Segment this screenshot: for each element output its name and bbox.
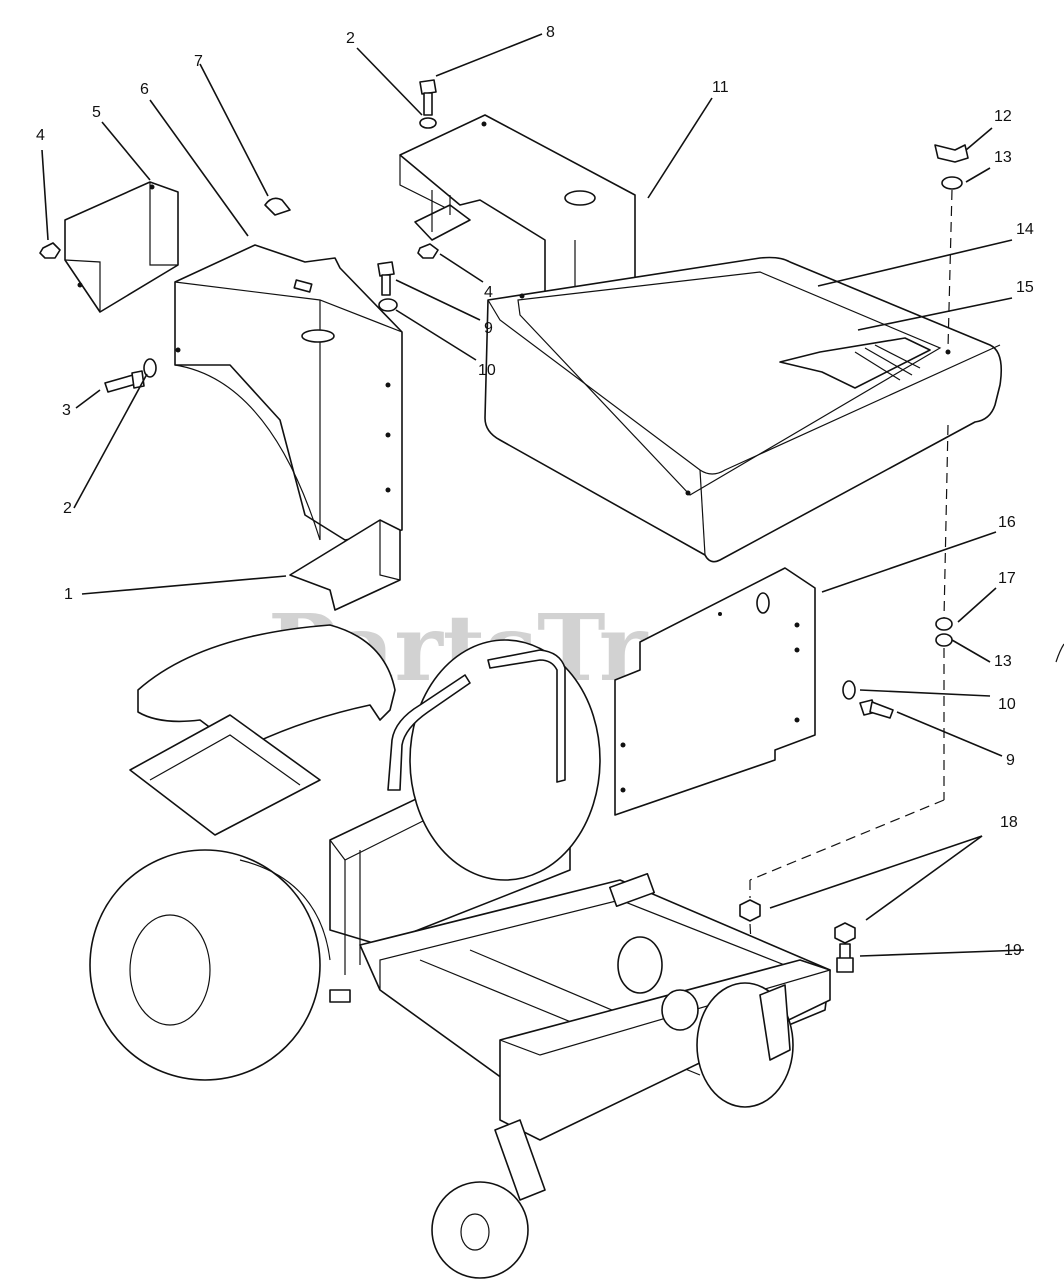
part-17-lock-washer [935,617,953,631]
callout-13a: 13 [994,149,1012,166]
callout-16: 16 [998,514,1016,531]
callout-3: 3 [62,402,71,419]
part-12-wing-nut [934,144,969,163]
callout-12: 12 [994,108,1012,125]
callout-2b: 2 [63,500,72,517]
part-4-nut-left [39,242,61,259]
callout-4a: 4 [36,127,45,144]
callout-10a: 10 [478,362,496,379]
callout-9a: 9 [484,320,493,337]
part-10-washer-upper [378,298,398,312]
part-18-nut-a [739,899,761,922]
callout-5: 5 [92,104,101,121]
callout-4b: 4 [484,284,493,301]
callout-labels: 1 2 2 3 4 4 5 6 7 8 9 9 10 10 11 12 13 1… [36,24,1034,959]
part-2-washer-top [419,117,437,129]
tractor-chassis [89,624,831,1279]
part-13-washer-top [941,176,963,190]
part-16-rear-panel [614,567,816,816]
callout-15: 15 [1016,279,1034,296]
leader-lines [41,33,1025,957]
part-13-washer-lower [935,633,953,647]
callout-10b: 10 [998,696,1016,713]
edge-mark [1055,643,1064,663]
part-8-bolt [419,79,437,116]
callout-9b: 9 [1006,752,1015,769]
callout-13b: 13 [994,653,1012,670]
part-2-washer-left [143,358,157,378]
part-19-bolt [836,943,854,973]
part-14-seat [484,256,1003,563]
callout-17: 17 [998,570,1016,587]
part-9-bolt-upper [377,261,395,296]
callout-11: 11 [712,79,729,96]
part-5-bracket [64,181,179,313]
callout-8: 8 [546,24,555,41]
callout-6: 6 [140,81,149,98]
part-15-seat-decal [779,337,931,389]
callout-19: 19 [1004,942,1022,959]
callout-7: 7 [194,53,203,70]
callout-18: 18 [1000,814,1018,831]
part-4-nut-top [417,243,439,259]
part-6-left-housing [174,244,403,541]
callout-14: 14 [1016,221,1034,238]
callout-2a: 2 [346,30,355,47]
part-7-clip [264,197,291,216]
part-10-washer-lower [842,680,856,700]
part-18-nut-b [834,922,856,944]
part-9-bolt-lower [859,699,894,719]
callout-1: 1 [64,586,73,603]
part-1-small-bracket [289,519,401,611]
